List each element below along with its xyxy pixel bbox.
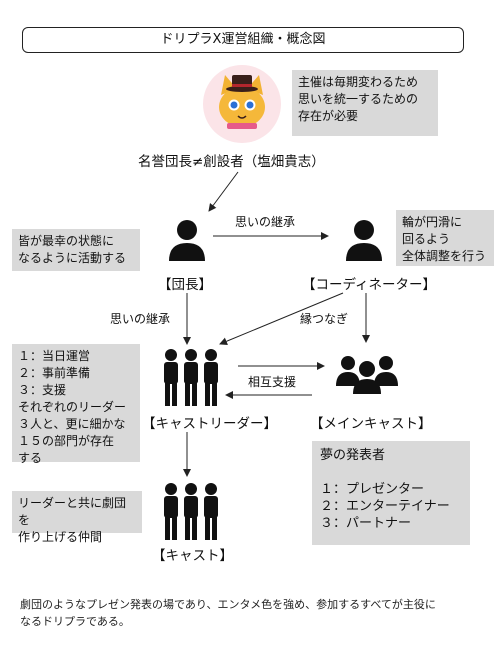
mascot-cat-icon bbox=[203, 65, 281, 143]
edge-label-coordinator-to-main-cast: 縁つなぎ bbox=[300, 312, 349, 326]
main-cast-note: 夢の発表者 １：プレゼンター ２：エンターテイナー ３：パートナー bbox=[312, 441, 470, 545]
leader-note: 皆が最幸の状態に なるように活動する bbox=[12, 229, 140, 271]
founder-note: 主催は毎期変わるため 思いを統一するための 存在が必要 bbox=[292, 70, 438, 136]
cast-group-icon bbox=[160, 482, 222, 546]
edge-label-leader-to-coordinator: 思いの継承 bbox=[235, 215, 296, 229]
main-cast-label: 【メインキャスト】 bbox=[310, 416, 432, 432]
leader-label: 【団長】 bbox=[158, 277, 212, 293]
diagram-title: ドリプラX運営組織・概念図 bbox=[22, 27, 464, 53]
founder-label: 名誉団長≠創設者（塩畑貴志） bbox=[138, 154, 325, 170]
coordinator-person-icon bbox=[345, 219, 383, 265]
cast-label: 【キャスト】 bbox=[152, 548, 233, 564]
main-cast-group-icon bbox=[336, 354, 398, 398]
cast-note: リーダーと共に劇団を 作り上げる仲間 bbox=[12, 491, 142, 544]
coordinator-label: 【コーディネーター】 bbox=[302, 277, 437, 293]
coordinator-note: 輪が円滑に 回るよう 全体調整を行う bbox=[396, 210, 494, 266]
edge-label-coordinator-to-cast-leader: 思いの継承 bbox=[110, 312, 171, 326]
edge-label-mutual: 相互支援 bbox=[248, 375, 297, 389]
footer-text: 劇団のようなプレゼン発表の場であり、エンタメ色を強め、参加するすべてが主役に な… bbox=[20, 598, 436, 628]
arrow-founder-to-leader bbox=[208, 171, 239, 212]
leader-person-icon bbox=[168, 219, 206, 265]
cast-leader-group-icon bbox=[160, 348, 222, 412]
cast-leader-label: 【キャストリーダー】 bbox=[142, 416, 277, 432]
arrow-coordinator-to-cast-leader bbox=[219, 292, 344, 346]
cast-leader-note: １：当日運営 ２：事前準備 ３：支援 それぞれのリーダー ３人と、更に細かな １… bbox=[12, 344, 140, 465]
